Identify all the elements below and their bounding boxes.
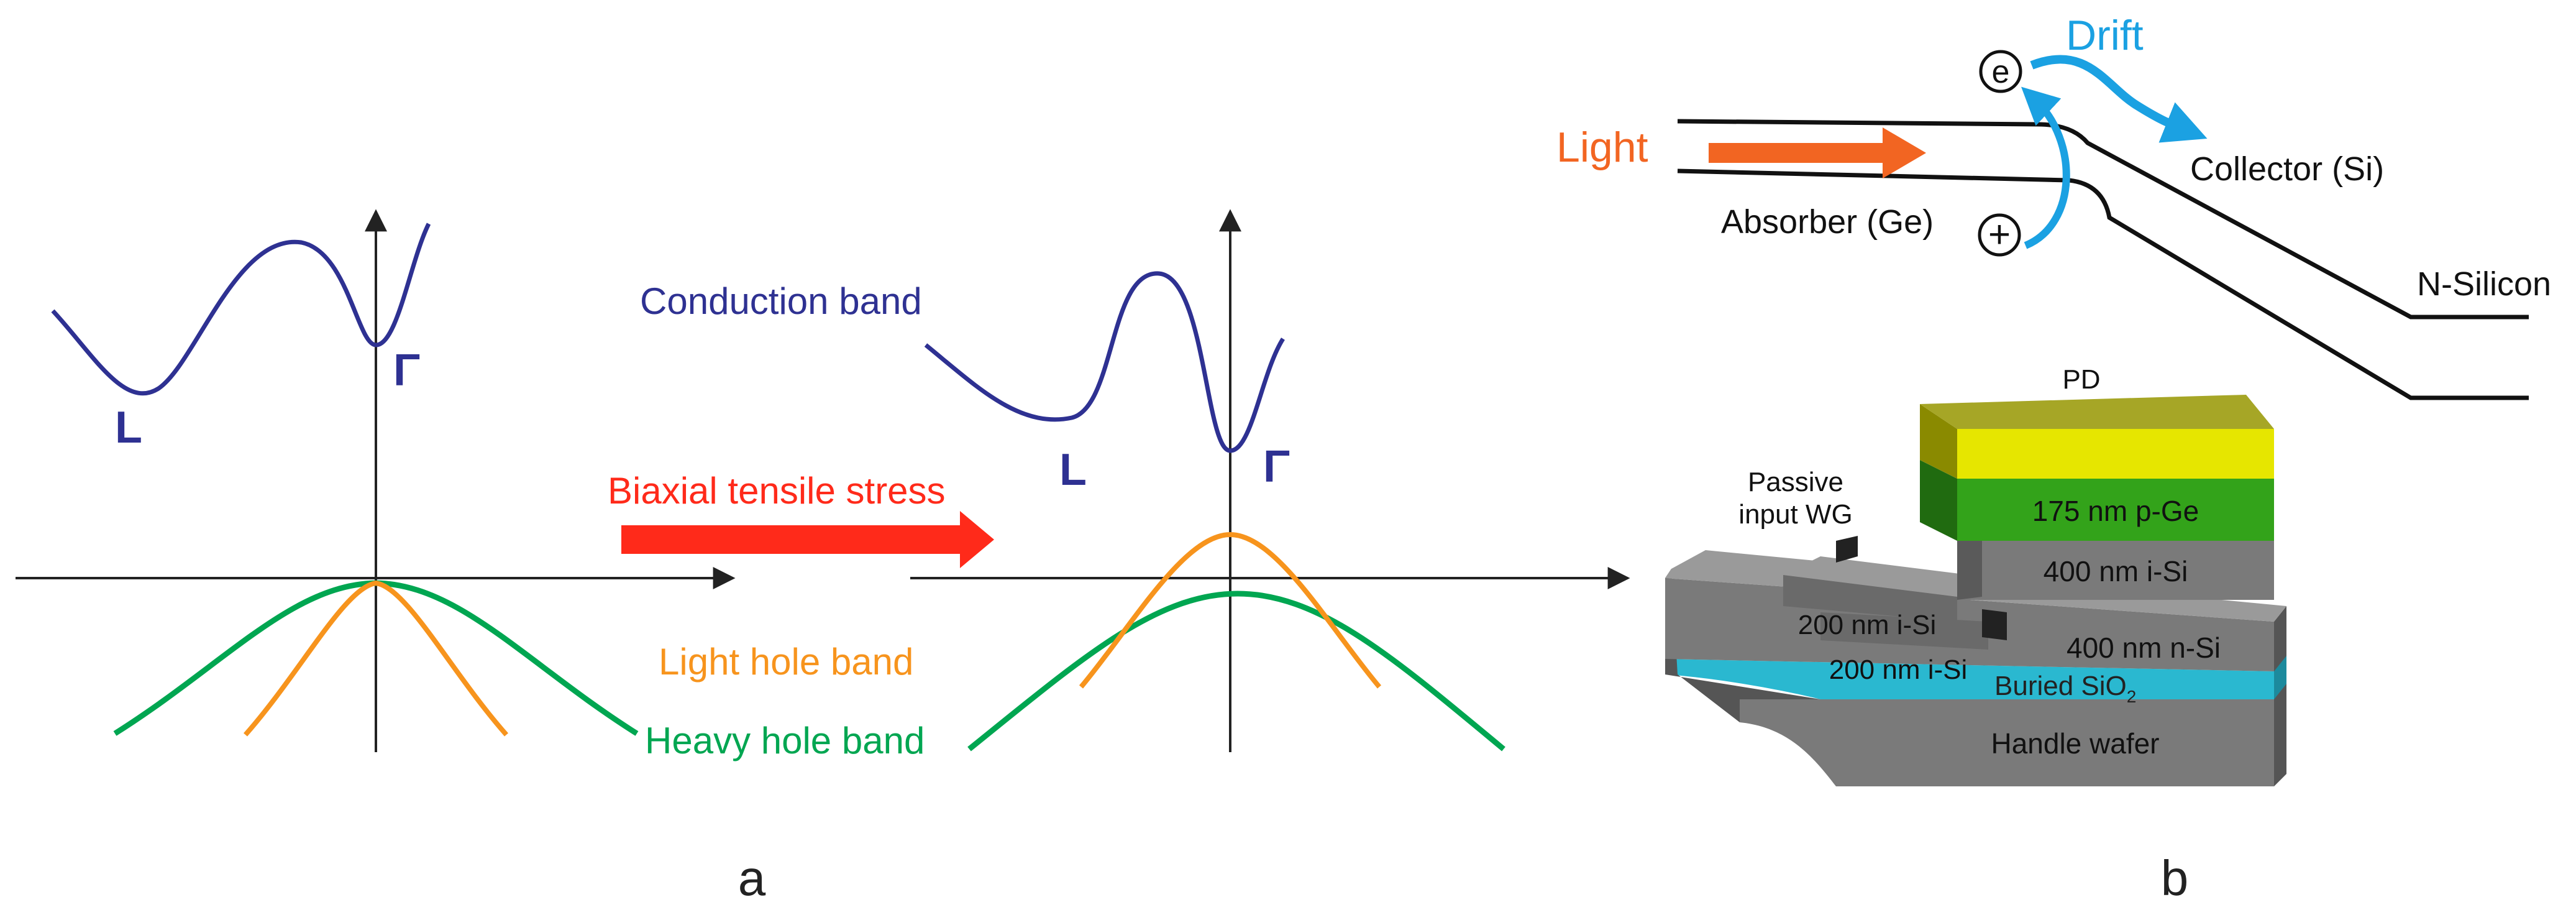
conduction-band-strained	[924, 271, 1285, 453]
conduction-band-label: Conduction band	[640, 280, 922, 322]
hole-plus: +	[1988, 213, 2011, 256]
lower-band-edge	[1677, 168, 2529, 400]
handle-wafer-label: Handle wafer	[1991, 727, 2159, 760]
i-si-lower-step-front	[1820, 612, 1988, 650]
handle-wafer-front	[1740, 699, 2274, 786]
heavy-hole-band-strained	[967, 591, 1505, 752]
n-si-label: 400 nm n-Si	[2067, 632, 2221, 664]
pd-front	[1957, 429, 2274, 479]
substrate-left-flank	[1665, 569, 1820, 722]
stress-label: Biaxial tensile stress	[608, 470, 946, 512]
i-si-upper-step-top	[1783, 556, 1994, 597]
drift-arrow-electron	[2030, 55, 2208, 143]
buried-oxide-label: Buried SiO2	[1994, 671, 2136, 706]
light-label: Light	[1556, 124, 1648, 171]
p-ge-side	[1920, 460, 1957, 541]
pd-label: PD	[2062, 364, 2100, 395]
stress-arrow	[621, 511, 994, 568]
i-si-top-side	[1957, 522, 1982, 600]
n-silicon-label: N-Silicon	[2417, 265, 2551, 303]
electron-symbol	[1979, 50, 2022, 93]
absorber-label: Absorber (Ge)	[1721, 203, 1934, 241]
valley-gamma-label-strained: Γ	[1263, 442, 1290, 492]
i-si-lower-step-label: 200 nm i-Si	[1829, 655, 1968, 685]
light-hole-band-strained	[1079, 531, 1382, 689]
passive-wg-label-line2: input WG	[1738, 499, 1852, 530]
i-si-upper-step-front	[1783, 575, 1957, 622]
pd-top	[1920, 395, 2274, 429]
drift-label: Drift	[2066, 12, 2144, 59]
passive-wg-tab	[1836, 536, 1858, 563]
passive-wg-label-line1: Passive	[1748, 467, 1843, 497]
valley-L-label-unstrained: L	[115, 403, 142, 453]
hole-symbol	[1978, 213, 2021, 257]
trench	[1982, 609, 2007, 640]
block-right-side	[2274, 606, 2286, 786]
p-ge-front	[1957, 479, 2274, 541]
light-hole-band-unstrained	[243, 580, 509, 737]
light-arrow	[1709, 127, 1926, 178]
panel-a-label: a	[738, 850, 766, 906]
collector-label: Collector (Si)	[2190, 150, 2384, 188]
valley-gamma-label-unstrained: Γ	[393, 346, 420, 395]
panel-b-band-diagram: Light e + Drift Collector (Si) Absorber …	[1556, 12, 2551, 400]
valley-L-label-strained: L	[1059, 445, 1087, 495]
light-hole-band-label: Light hole band	[659, 641, 913, 683]
i-si-top-label: 400 nm i-Si	[2044, 555, 2188, 587]
drift-arrow-hole	[2021, 86, 2070, 249]
i-si-top-front	[1957, 541, 2274, 600]
buried-oxide-front	[1665, 659, 2274, 699]
panel-b-label: b	[2161, 850, 2189, 906]
electron-letter: e	[1992, 54, 2010, 90]
buried-oxide-side	[2274, 656, 2286, 699]
buried-oxide-main: Buried SiO	[1994, 671, 2127, 701]
heavy-hole-band-label: Heavy hole band	[645, 720, 925, 761]
i-si-upper-step-label: 200 nm i-Si	[1798, 610, 1937, 640]
p-ge-label: 175 nm p-Ge	[2032, 495, 2199, 527]
panel-b-device: PD 175 nm p-Ge 400 nm i-Si Passive input…	[1665, 364, 2286, 786]
buried-oxide-subscript: 2	[2127, 687, 2137, 706]
conduction-band-unstrained	[51, 223, 431, 396]
panel-a: L Γ Conduction band Biaxial tensile stre…	[16, 209, 1630, 906]
